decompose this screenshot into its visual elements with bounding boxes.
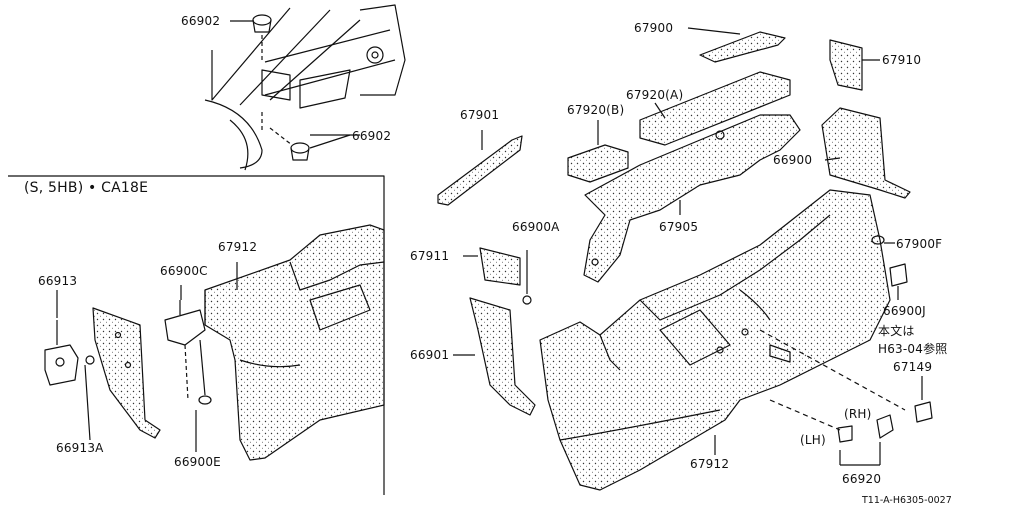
part-67910 [829, 39, 863, 91]
inset-side-panel [92, 307, 161, 439]
label-67900: 67900 [634, 21, 674, 35]
label-67149: 67149 [893, 360, 933, 374]
part-67920b [567, 144, 629, 183]
label-66900: 66900 [773, 153, 813, 167]
part-67920a [639, 71, 791, 146]
label-67910: 67910 [882, 53, 922, 67]
label-66913a: 66913A [56, 441, 104, 455]
part-67905 [583, 114, 801, 283]
label-67911: 67911 [410, 249, 450, 263]
label-67920b: 67920(B) [567, 103, 625, 117]
label-66900c: 66900C [160, 264, 208, 278]
part-67911 [479, 247, 521, 286]
inset-title: (S, 5HB) • CA18E [24, 180, 149, 196]
note-line-2: H63-04参照 [878, 342, 948, 356]
label-67920a: 67920(A) [626, 88, 684, 102]
inset-bracket-66913 [44, 320, 95, 386]
part-66920-lh [837, 425, 853, 443]
label-67912-inset: 67912 [218, 240, 258, 254]
label-67912-right: 67912 [690, 457, 730, 471]
part-67900 [699, 31, 786, 63]
label-66902-mid: 66902 [352, 129, 392, 143]
part-66901 [469, 297, 536, 416]
diagram-code: T11-A-H6305-0027 [862, 495, 952, 506]
body-corner-drawing [204, 4, 406, 171]
part-66900 [821, 107, 911, 199]
inset-bracket-66900c [164, 300, 212, 405]
label-66920: 66920 [842, 472, 882, 486]
label-67905: 67905 [659, 220, 699, 234]
inset-dash-panel [204, 224, 385, 461]
part-67149 [914, 401, 933, 423]
label-67900f: 67900F [896, 237, 943, 251]
note-line-1: 本文は [878, 324, 915, 338]
label-67901: 67901 [460, 108, 500, 122]
part-67901 [437, 135, 523, 206]
label-66900e: 66900E [174, 455, 221, 469]
label-66900a: 66900A [512, 220, 560, 234]
label-lh: (LH) [800, 433, 826, 447]
part-66920-rh [876, 414, 894, 439]
label-rh: (RH) [844, 407, 872, 421]
part-66900j [889, 263, 908, 287]
label-66902-top: 66902 [181, 14, 221, 28]
label-66901: 66901 [410, 348, 450, 362]
part-67900f [871, 235, 885, 245]
main-dash-panel [539, 189, 891, 491]
label-66900j: 66900J [883, 304, 926, 318]
label-66913: 66913 [38, 274, 78, 288]
